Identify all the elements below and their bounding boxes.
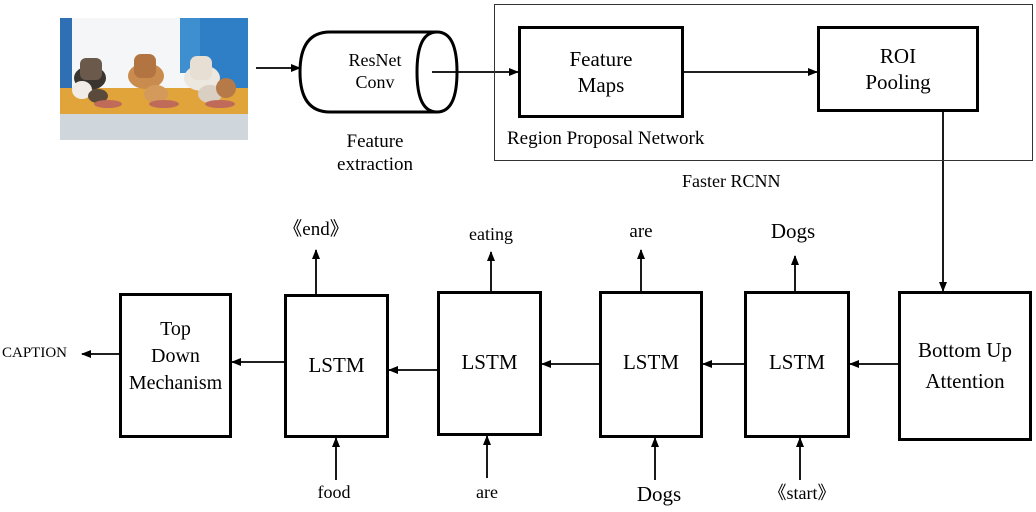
resnet-conv-shape [298,30,459,114]
caption-label: CAPTION [2,345,68,361]
feature-extraction-label: Feature extraction [337,131,413,175]
region-proposal-network-label: Region Proposal Network [507,128,705,149]
bottom-up-attention-box: Bottom Up Attention [898,291,1032,441]
dogs-eating-photo-icon [60,18,248,140]
lstm-input-word: are [476,482,498,502]
lstm-label: LSTM [622,350,679,374]
lstm-output-word: eating [469,224,513,244]
lstm-label: LSTM [308,353,365,377]
faster-rcnn-frame [494,4,1033,161]
lstm-label: LSTM [768,350,825,374]
lstm-output-word: are [629,221,653,242]
lstm-box-1: LSTM [284,294,389,438]
feature-maps-box: Feature Maps [518,26,684,118]
lstm-box-4: LSTM [744,291,850,438]
lstm-output-word: Dogs [770,219,816,243]
faster-rcnn-label: Faster RCNN [682,171,781,191]
lstm-output-word: 《end》 [283,219,349,240]
lstm-input-word: Dogs [636,482,682,506]
lstm-input-word: 《start》 [768,483,836,503]
input-image [60,18,248,140]
lstm-box-2: LSTM [437,291,542,436]
lstm-box-3: LSTM [599,291,703,438]
lstm-input-word: food [317,482,351,502]
lstm-label: LSTM [461,350,518,374]
roi-pooling-box: ROI Pooling [817,26,979,112]
top-down-mechanism-box: Top Down Mechanism [119,293,232,438]
resnet-conv-label: ResNet Conv [348,50,402,92]
